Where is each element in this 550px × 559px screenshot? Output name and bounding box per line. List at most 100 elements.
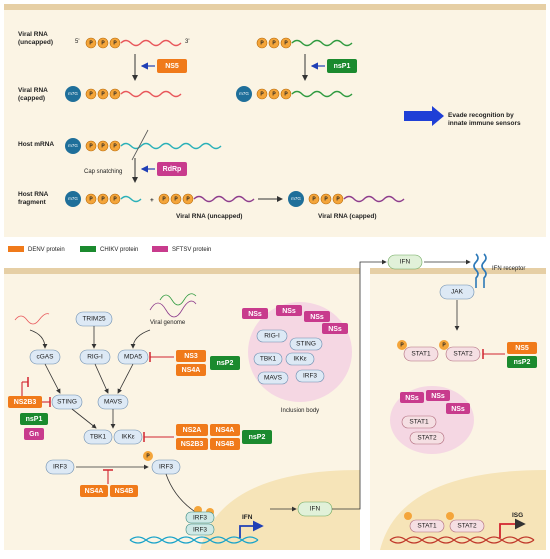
protein-nsp2-2-label: nsP2 — [249, 434, 266, 441]
ifn-gene-arrow-icon — [239, 520, 264, 538]
legend-label-sftsv: SFTSV protein — [172, 247, 211, 253]
label-viral-uncapped-1: Viral RNA(uncapped) — [18, 31, 53, 46]
line-part: (capped) — [18, 95, 45, 102]
phosphate-15: P — [113, 143, 117, 149]
phosphate-7: P — [89, 91, 93, 97]
phosphate-11: P — [272, 91, 276, 97]
protein-ns4a-1 — [176, 364, 206, 376]
ifn-box-right-label: IFN — [400, 259, 411, 266]
phosphate-19: P — [162, 196, 166, 202]
phosphate-13: P — [89, 143, 93, 149]
node-tbk1-label: TBK1 — [90, 434, 107, 441]
inclusion-body-contents: NSs NSs NSs NSs RIG-I STING TBK1 IKKε MA… — [242, 305, 348, 385]
dna-squiggle-icon — [14, 313, 50, 325]
phosphate-9: P — [113, 91, 117, 97]
line-part: Host RNA — [18, 191, 49, 198]
viral-rna-uncapped-denv: P P P — [85, 37, 182, 49]
membrane-left — [4, 268, 360, 274]
node-irf3-label: IRF3 — [53, 464, 67, 471]
viral-rna-capped-denv: m7G P P P — [65, 86, 182, 102]
nuclear-stat1-label: STAT1 — [417, 523, 437, 530]
phosphate-23: P — [324, 196, 328, 202]
protein-ns5-top-label: NS5 — [165, 63, 179, 70]
cap-1: m7G — [68, 91, 78, 96]
protein-gn-label: Gn — [29, 431, 39, 438]
node-mda5-label: MDA5 — [124, 354, 142, 361]
phosphate-18: P — [113, 196, 117, 202]
phospho-irf3-label: P — [146, 453, 150, 459]
protein-ns2b3-2 — [176, 438, 208, 450]
protein-nsp2-3 — [507, 356, 537, 368]
viral-capped-bottom-label: Viral RNA (capped) — [318, 213, 377, 220]
label-host-mrna: Host mRNA — [18, 141, 54, 148]
inclusion-nss-r1-label: NSs — [405, 395, 419, 402]
line-part: fragment — [18, 199, 47, 206]
protein-ns4b-1 — [210, 438, 240, 450]
legend-swatch-denv — [8, 246, 24, 252]
node-jak — [439, 284, 475, 300]
node-stat1-label: STAT1 — [411, 351, 431, 358]
inclusion-nss-1-label: NSs — [248, 311, 262, 318]
protein-ns2b3-1-label: NS2B3 — [14, 399, 37, 406]
protein-ns4a-2 — [210, 424, 240, 436]
cap-4: m7G — [68, 196, 78, 201]
inclusion-node-irf3 — [295, 369, 325, 383]
phosphate-22: P — [312, 196, 316, 202]
inclusion-nss-4 — [322, 323, 348, 334]
label-viral-capped-1: Viral RNA(capped) — [18, 87, 48, 102]
evade-arrow-icon — [404, 106, 444, 126]
node-jak-label: JAK — [451, 289, 464, 296]
node-stat2 — [445, 346, 481, 362]
protein-nsp1-top — [327, 59, 357, 73]
legend-label-denv: DENV protein — [28, 247, 65, 253]
node-ikke — [113, 429, 143, 445]
phosphate-2: P — [101, 40, 105, 46]
ifn-secretion: IFN — [270, 259, 387, 517]
node-cgas-label: cGAS — [37, 354, 55, 361]
inclusion-nss-4-label: NSs — [328, 326, 342, 333]
inclusion-nss-r2-label: NSs — [431, 393, 445, 400]
inclusion-node-rig-i — [256, 329, 288, 343]
nuclear-stat1 — [409, 519, 445, 533]
phosphate-12: P — [284, 91, 288, 97]
viral-genome-squiggle-icon — [149, 300, 197, 318]
legend-swatch-chikv — [80, 246, 96, 252]
protein-ns4a-3 — [80, 485, 108, 497]
protein-ns4b-2 — [110, 485, 138, 497]
phosphate-6: P — [284, 40, 288, 46]
inclusion-stat2 — [409, 431, 445, 445]
inclusion-stat1 — [401, 415, 437, 429]
viral-genome-squiggle-icon-2 — [159, 293, 197, 306]
protein-ns3 — [176, 350, 206, 362]
legend-label-chikv: CHIKV protein — [100, 247, 138, 253]
legend-swatch-sftsv — [152, 246, 168, 252]
isg-gene-arrow-icon — [499, 518, 526, 538]
three-prime-label: 3' — [185, 39, 189, 45]
nuclear-irf3-1-label: IRF3 — [193, 515, 207, 522]
inclusion-node-ikke-label: IKKε — [293, 356, 306, 363]
viral-rna-capped-chikv: m7G P P P — [236, 86, 353, 102]
protein-ns5-top — [157, 59, 187, 73]
cap-5: m7G — [291, 196, 301, 201]
protein-nsp1-top-label: nsP1 — [334, 63, 351, 70]
cap-2: m7G — [239, 91, 249, 96]
viral-rna-uncapped-chikv: P P P — [256, 37, 353, 49]
phosphate-4: P — [260, 40, 264, 46]
viral-rna-capped-sftsv: m7G P P P — [288, 191, 405, 207]
phospho-irf3 — [143, 451, 153, 461]
node-mavs-label: MAVS — [104, 399, 123, 406]
phosphate-21: P — [186, 196, 190, 202]
phospho-stat2: P — [442, 342, 446, 348]
inclusion-stat1-label: STAT1 — [409, 419, 429, 426]
phosphate-5: P — [272, 40, 276, 46]
inclusion-nss-r2 — [426, 390, 450, 401]
ifn-receptor-label: IFN receptor — [492, 266, 525, 272]
protein-ns2b3-2-label: NS2B3 — [181, 441, 204, 448]
phosphate-20: P — [174, 196, 178, 202]
inclusion-nss-1 — [242, 308, 268, 319]
protein-nsp2-2 — [242, 430, 272, 444]
